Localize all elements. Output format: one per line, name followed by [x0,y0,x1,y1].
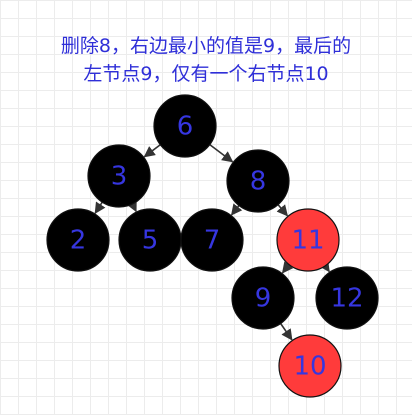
node-circle-red [278,334,342,398]
tree-node-3: 3 [87,144,151,208]
node-label: 2 [70,226,87,256]
tree-node-2: 2 [46,208,110,272]
edge-n8-n11 [276,204,289,217]
edge-n3-n2 [94,201,106,214]
node-label: 11 [291,226,324,256]
edge-n11-n9 [281,261,294,274]
node-label: 12 [330,284,363,314]
node-circle-red [276,208,340,272]
edge-n11-n12 [318,259,330,273]
tree-nodes: 6 3 8 2 5 7 11 9 12 10 [46,94,379,398]
node-circle-black [226,149,290,213]
tree-node-6: 6 [153,94,217,158]
node-circle-black [153,94,217,158]
caption-line-2: 左节点9，仅有一个右节点10 [83,63,329,85]
node-circle-black [46,208,110,272]
edge-n9-n10 [279,323,293,341]
tree-node-11: 11 [276,208,340,272]
node-circle-black [315,266,379,330]
node-label: 9 [255,284,272,314]
edge-n8-n7 [230,203,243,216]
node-label: 7 [204,226,221,256]
edge-n6-n8 [209,144,234,163]
tree-node-7: 7 [180,208,244,272]
tree-edges [94,144,330,341]
node-label: 8 [250,167,267,197]
caption-line-1: 删除8，右边最小的值是9，最后的 [60,35,352,57]
node-label: 3 [111,162,128,192]
tree-node-9: 9 [231,266,295,330]
node-circle-black [231,266,295,330]
node-circle-black [180,208,244,272]
tree-node-10: 10 [278,334,342,398]
edge-n3-n5 [126,199,137,213]
tree-node-8: 8 [226,149,290,213]
node-label: 6 [177,112,194,142]
node-circle-black [87,144,151,208]
tree-node-5: 5 [118,208,182,272]
node-label: 10 [293,352,326,382]
node-label: 5 [142,226,159,256]
tree-node-12: 12 [315,266,379,330]
edge-n6-n3 [143,144,161,158]
